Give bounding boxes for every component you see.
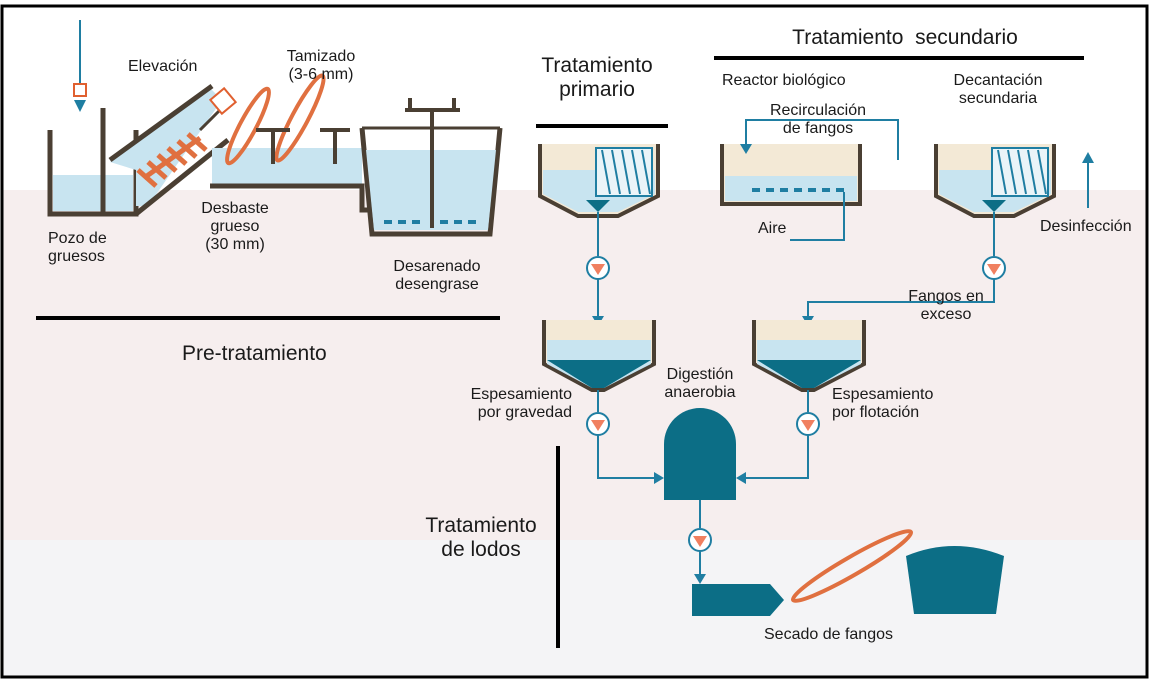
pump-gravity-triangle xyxy=(591,420,605,431)
digester-icon xyxy=(664,408,736,500)
screen-coarse-icon xyxy=(225,86,271,166)
arrow-to-digester-left xyxy=(654,472,664,484)
channel-bottom xyxy=(210,183,372,213)
label-aire: Aire xyxy=(758,220,787,237)
label-decantacion: Decantación secundaria xyxy=(953,72,1043,107)
flotation-sludge xyxy=(757,360,861,388)
inflow-arrowhead xyxy=(74,100,86,112)
ramp-water xyxy=(110,88,222,206)
pump-secondary-triangle xyxy=(987,264,1001,275)
reactor-diffusers xyxy=(752,188,844,192)
label-digestion: Digestión anaerobia xyxy=(664,366,736,401)
desarenador-bridge xyxy=(405,98,460,112)
label-fangos-exceso: Fangos en exceso xyxy=(908,288,984,323)
secondary-lamellae xyxy=(991,147,1049,197)
desarenador-tank xyxy=(359,127,503,237)
label-tratamiento-secundario: Tratamiento secundario xyxy=(792,26,1018,49)
label-elevacion: Elevación xyxy=(128,58,198,75)
label-pozo: Pozo de gruesos xyxy=(48,230,107,265)
pozo-water xyxy=(53,175,133,211)
gravity-sludge xyxy=(547,360,651,388)
disinfection-arrow xyxy=(1082,152,1094,163)
primary-sludge xyxy=(586,200,610,212)
frame-border xyxy=(0,4,1149,679)
pump-flotation-triangle xyxy=(801,420,815,431)
label-desarenado: Desarenado desengrase xyxy=(393,258,481,293)
label-espesamiento-flotacion: Espesamiento por flotación xyxy=(832,386,934,421)
arrow-to-digester-right xyxy=(736,472,746,484)
label-recirculacion: Recirculación de fangos xyxy=(769,102,867,137)
recirculation-arrow xyxy=(740,144,752,154)
grate-icons xyxy=(256,128,350,164)
label-desbaste: Desbaste grueso (30 mm) xyxy=(201,200,269,253)
label-espesamiento-gravedad: Espesamiento por gravedad xyxy=(470,386,572,421)
pump-digester-triangle xyxy=(693,536,707,547)
gravity-to-digester xyxy=(597,435,656,479)
label-tratamiento-lodos: Tratamiento de lodos xyxy=(425,514,537,561)
ramp-upper xyxy=(108,83,214,163)
primary-title-box xyxy=(520,40,670,120)
dewatering-unit-icon xyxy=(692,584,784,616)
screw-icon xyxy=(136,132,208,188)
label-pre-tratamiento: Pre-tratamiento xyxy=(182,342,327,365)
desarenador-diffusers xyxy=(384,220,476,224)
primary-lamellae xyxy=(595,147,653,197)
secondary-sludge xyxy=(982,200,1006,212)
label-reactor: Reactor biológico xyxy=(722,72,846,89)
label-tamizado: Tamizado (3-6 mm) xyxy=(286,48,356,83)
flotation-to-digester xyxy=(744,435,809,479)
belt-conveyor-icon xyxy=(790,529,914,603)
recirculation-line xyxy=(745,119,899,160)
excess-sludge-line xyxy=(807,279,995,318)
pump-primary-triangle xyxy=(591,264,605,275)
screen-fine-icon xyxy=(274,73,326,163)
air-line xyxy=(790,192,845,241)
motor-icon xyxy=(208,86,238,116)
label-tratamiento-primario: Tratamiento primario xyxy=(541,54,653,101)
arrow-to-drying xyxy=(694,574,706,584)
inflow-valve xyxy=(73,83,87,97)
screw-shaft xyxy=(198,106,224,132)
reactor-water xyxy=(725,176,857,201)
sludge-pile-icon xyxy=(906,546,1004,614)
label-secado: Secado de fangos xyxy=(764,626,893,643)
label-desinfeccion: Desinfección xyxy=(1040,218,1132,235)
